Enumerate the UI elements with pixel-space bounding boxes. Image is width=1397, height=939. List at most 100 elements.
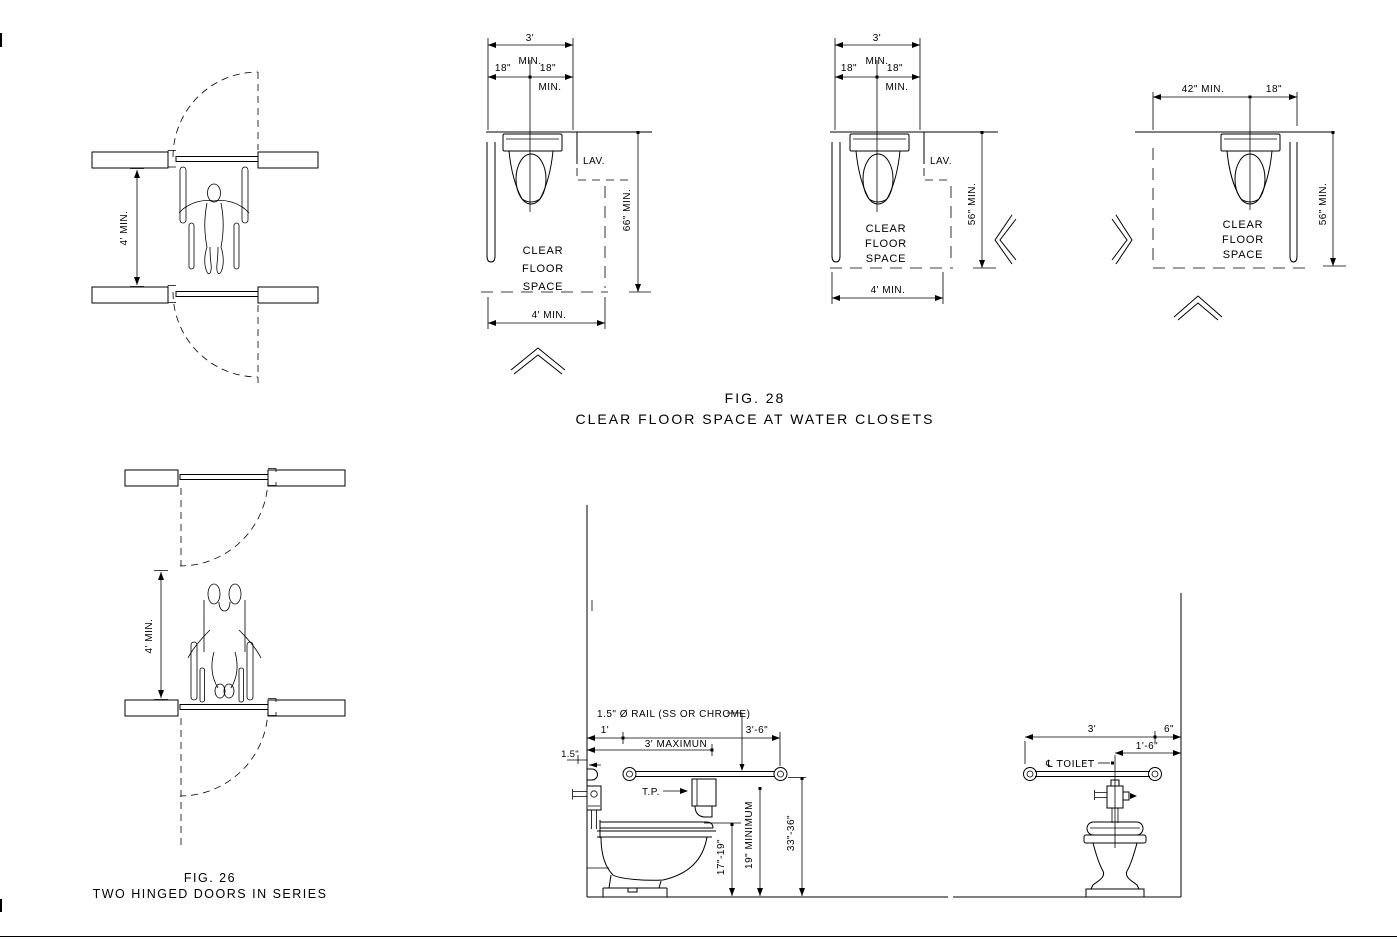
door-swing-arcs: [179, 477, 269, 848]
dim-3ft-label: 3': [526, 33, 534, 44]
leader-arrow: [739, 764, 745, 771]
dim-18-right-label: 18": [887, 63, 903, 74]
approach-chevron-up: [1173, 295, 1223, 321]
clearance-dim-label: 4' MIN.: [144, 619, 155, 654]
edge-mark: [0, 899, 2, 912]
fig26-top-diagram: 4' MIN.: [91, 71, 319, 383]
fig28-diagram3: 42" MIN. 18" CLEAR FLOOR SPACE 56" MIN.: [1111, 84, 1346, 321]
dim-19min-label: 19" MINIMUM: [744, 801, 755, 869]
dimension-arrows: [729, 823, 735, 896]
extension-lines: [487, 297, 606, 329]
dimension-ticks: [130, 168, 144, 287]
dim-3max-label: 3' MAXIMUN: [645, 739, 707, 750]
dimension-arrows: [488, 74, 573, 80]
door-strike-marks: [167, 150, 176, 303]
clear-label: CLEAR: [1223, 219, 1264, 231]
lav-dashed-outline: [923, 168, 953, 181]
wall-hatched: [91, 286, 169, 304]
dim-1ft-label: 1': [601, 725, 609, 736]
door-swing-arcs: [172, 71, 259, 383]
fig28-diagram2: 3' MIN. 18" 18" MIN. LAV. CLEAR FLOOR SP…: [830, 33, 1017, 304]
fig28-title-block: FIG. 28 CLEAR FLOOR SPACE AT WATER CLOSE…: [576, 390, 935, 427]
leader-tick: [1111, 761, 1114, 765]
water-closet-plan: [502, 133, 563, 205]
dim-3ft-label: 3': [873, 33, 881, 44]
fig28-diagram1: 3' MIN. 18" 18" MIN. LAV. CLEAR FLOOR SP…: [481, 33, 652, 375]
dim-33-36-label: 33"-36": [786, 815, 797, 851]
dim-18-min-label: MIN.: [538, 82, 561, 93]
dim-17-19-label: 17"-19": [716, 839, 727, 875]
elevation-front-view: 3' 6" 1'-6" ℄ TOILET: [1023, 593, 1182, 898]
tp-label: T.P.: [642, 787, 660, 798]
fig26-bottom-diagram: 4' MIN.: [124, 468, 346, 848]
grab-rail-side: [622, 767, 788, 781]
wall-hatched: [124, 699, 179, 717]
rail-end-flange: [587, 768, 598, 781]
sheet-lines: [0, 33, 1397, 937]
clear-label: CLEAR: [866, 223, 907, 235]
dim-18-left-label: 18": [495, 63, 511, 74]
fig28-number: FIG. 28: [725, 390, 786, 406]
dim-18-label: 18": [1266, 84, 1282, 95]
wall-hatched: [91, 151, 169, 169]
door-leaf: [179, 474, 269, 480]
floor-label: FLOOR: [865, 238, 907, 250]
dim-18-left-label: 18": [841, 63, 857, 74]
rail-note-leader: [727, 712, 743, 768]
extension-lines: [831, 272, 944, 304]
space-label: SPACE: [866, 253, 906, 265]
dim-4ft-label: 4' MIN.: [532, 310, 567, 321]
extension-lines: [622, 732, 781, 766]
lav-dashed-outline: [576, 168, 632, 181]
dim-18-min-label: MIN.: [885, 82, 908, 93]
dimension-arrows: [1115, 750, 1181, 756]
dimension-arrow: [589, 762, 597, 768]
clear-space-boundary: [481, 186, 608, 293]
clear-space-boundary: [1152, 148, 1312, 269]
fig26-title-block: FIG. 26 TWO HINGED DOORS IN SERIES: [93, 871, 326, 901]
extension-lines: [1024, 731, 1156, 764]
lav-label: LAV.: [930, 156, 952, 167]
door-leaf: [175, 291, 259, 297]
rail-note-label: 1.5" Ø RAIL (SS OR CHROME): [597, 709, 750, 720]
extension-lines: [1152, 92, 1298, 130]
water-closet-plan: [849, 133, 910, 205]
side-partition: [486, 142, 496, 263]
extension-lines: [487, 38, 574, 130]
dim-3ft-label: 3': [1088, 724, 1096, 735]
floor-label: FLOOR: [522, 263, 564, 275]
fig26-number: FIG. 26: [184, 871, 236, 885]
dim-56-label: 56" MIN.: [1318, 183, 1329, 226]
lav-label: LAV.: [583, 156, 605, 167]
dimension-ticks: [154, 570, 168, 700]
wall-hatched: [267, 469, 346, 487]
floor-label: FLOOR: [1222, 234, 1264, 246]
grab-rail-rear: [1023, 767, 1162, 781]
dim-56-label: 56" MIN.: [967, 183, 978, 226]
door-leaf: [179, 704, 269, 710]
elevation-side-view: 1.5" Ø RAIL (SS OR CHROME) 1' 3'-6" 3' M…: [561, 505, 806, 897]
water-closet-plan: [1220, 133, 1281, 205]
clear-label: CLEAR: [523, 245, 564, 257]
clearance-dim-label: 4' MIN.: [119, 211, 130, 246]
dim-1-6-label: 1'-6": [1136, 741, 1158, 752]
dim-3-6-label: 3'-6": [746, 725, 768, 736]
dim-18-right-label: 18": [540, 63, 556, 74]
approach-chevron-left: [994, 214, 1017, 265]
dim-4ft-label: 4' MIN.: [871, 285, 906, 296]
leader-arrow: [680, 788, 688, 794]
toilet-side-view: [587, 820, 716, 897]
flush-valve-side: [572, 785, 602, 829]
edge-mark: [0, 33, 2, 47]
toilet-paper-dispenser: [691, 778, 717, 818]
approach-chevron-right: [1111, 214, 1133, 265]
toilet-front-view: [1083, 821, 1147, 898]
centerline-toilet-label: ℄ TOILET: [1045, 759, 1095, 770]
fig28-caption: CLEAR FLOOR SPACE AT WATER CLOSETS: [576, 411, 935, 427]
side-partition: [1289, 142, 1298, 263]
dim-66-label: 66" MIN.: [622, 189, 633, 232]
wheelchair-user-rear-view: [187, 583, 262, 703]
side-partition: [831, 142, 841, 263]
